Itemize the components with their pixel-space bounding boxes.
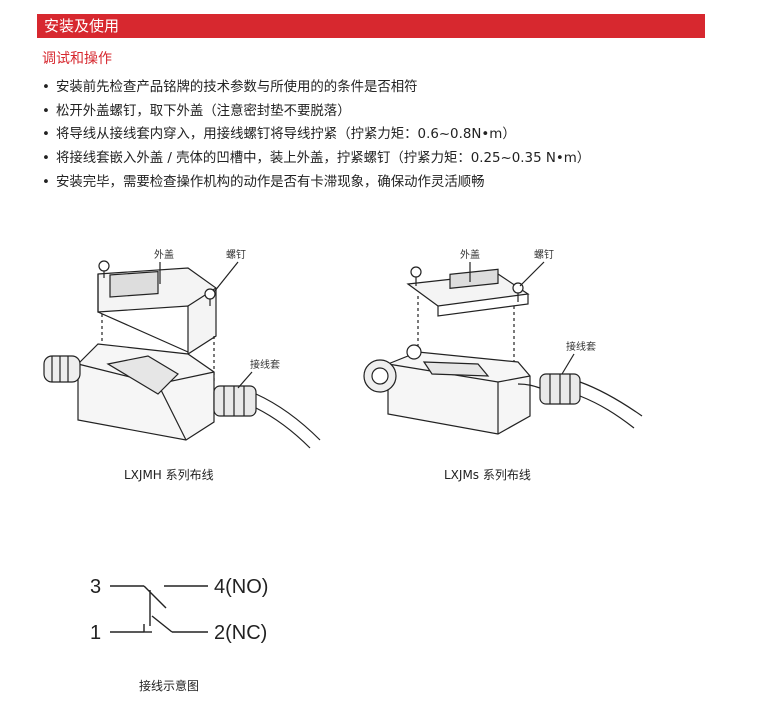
bullet: • (42, 151, 50, 167)
list-item: • 将接线套嵌入外盖 / 壳体的凹槽中，装上外盖，拧紧螺钉（拧紧力矩：0.25~0… (42, 147, 702, 171)
instruction-list: • 安装前先检查产品铭牌的技术参数与所使用的的条件是否相符 • 松开外盖螺钉，取下外… (42, 76, 702, 195)
list-item: • 安装完毕，需要检查操作机构的动作是否有卡滞现象，确保动作灵活顺畅 (42, 171, 702, 195)
subsection-title: 调试和操作 (42, 51, 112, 67)
section-banner: 安装及使用 (37, 14, 705, 38)
bullet: • (42, 127, 50, 143)
terminal-1: 1 (90, 622, 101, 644)
label-screw: 螺钉 (226, 249, 246, 261)
label-cover: 外盖 (460, 248, 480, 261)
bullet: • (42, 174, 50, 190)
terminal-4: 4(NO) (214, 576, 268, 598)
terminal-3: 3 (90, 576, 101, 598)
list-item: • 安装前先检查产品铭牌的技术参数与所使用的的条件是否相符 (42, 76, 702, 100)
step-text: 将导线从接线套内穿入，用接线螺钉将导线拧紧（拧紧力矩：0.6~0.8N•m） (56, 127, 516, 143)
caption-lxjmh: LXJMH 系列布线 (124, 468, 214, 482)
wiring-diagram: 3 1 4(NO) 2(NC) (88, 566, 328, 660)
terminal-2: 2(NC) (214, 622, 267, 644)
label-sleeve: 接线套 (250, 358, 280, 371)
caption-lxjms: LXJMs 系列布线 (444, 468, 531, 482)
lxjms-illustration: 外盖 螺钉 接线套 (363, 248, 643, 435)
wiring-schematic: 3 1 4(NO) 2(NC) (90, 576, 268, 644)
label-screw: 螺钉 (534, 249, 554, 261)
step-text: 将接线套嵌入外盖 / 壳体的凹槽中，装上外盖，拧紧螺钉（拧紧力矩：0.25~0.… (56, 151, 591, 167)
section-title: 安装及使用 (44, 17, 120, 35)
caption-wiring: 接线示意图 (139, 679, 200, 693)
figure-lxjmh: 外盖 螺钉 接线套 (38, 244, 338, 454)
list-item: • 松开外盖螺钉，取下外盖（注意密封垫不要脱落） (42, 100, 702, 124)
lxjmh-illustration: 外盖 螺钉 接线套 (43, 248, 321, 449)
list-item: • 将导线从接线套内穿入，用接线螺钉将导线拧紧（拧紧力矩：0.6~0.8N•m） (42, 123, 702, 147)
step-text: 安装完毕，需要检查操作机构的动作是否有卡滞现象，确保动作灵活顺畅 (56, 174, 485, 190)
bullet: • (42, 103, 50, 119)
label-sleeve: 接线套 (566, 340, 596, 353)
label-cover: 外盖 (154, 248, 174, 261)
step-text: 安装前先检查产品铭牌的技术参数与所使用的的条件是否相符 (56, 80, 418, 95)
figure-lxjms: 外盖 螺钉 接线套 (358, 244, 658, 454)
bullet: • (42, 80, 50, 95)
step-text: 松开外盖螺钉，取下外盖（注意密封垫不要脱落） (56, 103, 351, 119)
